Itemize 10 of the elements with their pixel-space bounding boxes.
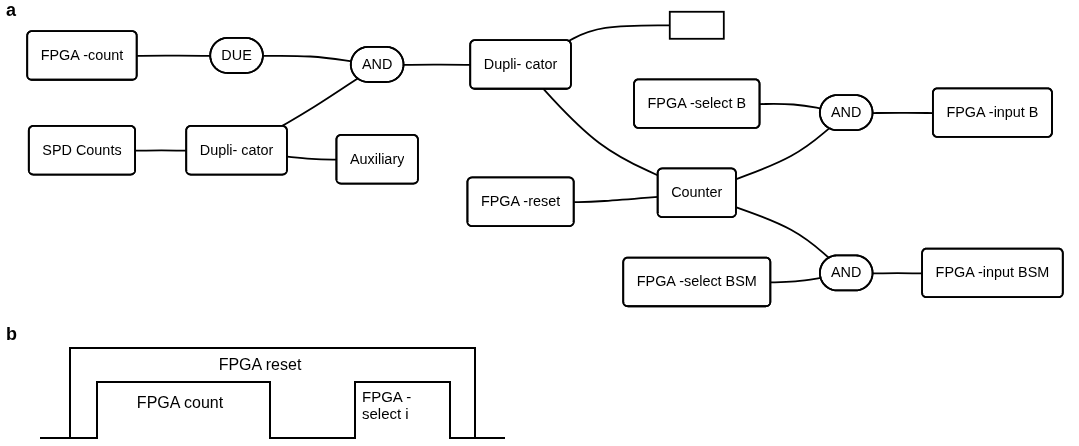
- panel-label: b: [6, 324, 18, 345]
- node-box: [668, 10, 725, 40]
- signal-label: FPGA reset: [217, 356, 303, 375]
- signal-label: FPGA count: [135, 394, 225, 413]
- connector: [735, 127, 831, 180]
- connector: [759, 103, 822, 110]
- connector: [280, 77, 359, 128]
- panel-label: a: [6, 0, 17, 21]
- connector: [735, 206, 831, 259]
- signal-label: FPGA -select i: [362, 388, 413, 423]
